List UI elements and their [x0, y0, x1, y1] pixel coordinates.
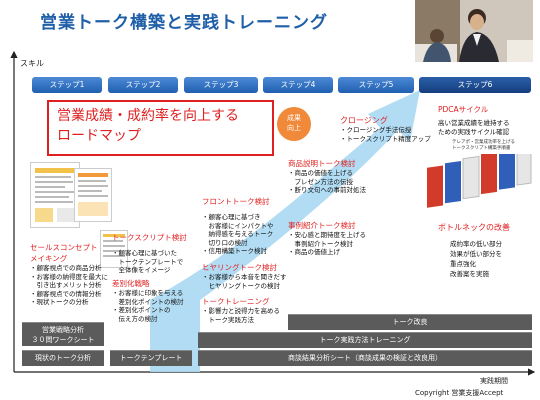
section-title: PDCAサイクル — [438, 105, 489, 114]
step-6: ステップ6 — [419, 77, 531, 93]
list-item: ・現状トークの分析 — [30, 298, 89, 306]
list-item: 効果が低い部分を — [450, 250, 502, 258]
list-item: プレゼン方法の伝授 — [288, 177, 354, 186]
headline-line-1: 営業成績・成約率を向上する — [57, 108, 239, 124]
section-title: 差別化戦略 — [112, 279, 150, 288]
list-item: 伝え方の検討 — [112, 314, 158, 323]
caption-line-1: テレアポ・営業成功率を上げる — [452, 140, 515, 145]
list-item: 高い営業成績を維持する — [438, 119, 510, 127]
x-axis-label: 実践期間 — [480, 377, 508, 385]
list-item: トークテンプレートで — [112, 257, 184, 266]
list-item: 差別化ポイントの検討 — [112, 297, 184, 306]
badge-line-2: 向上 — [287, 124, 301, 132]
list-item: ・顧客心理に基づき — [202, 213, 261, 221]
bar-line-2: ３０問ワークシート — [31, 336, 95, 344]
list-item: 納得感を与えるトーク — [202, 230, 274, 238]
list-item: ・顧客視点での商品分析 — [30, 264, 102, 272]
case-talk-section: 事例紹介トーク検討 ・安心感と期待度を上げる 事例紹介トーク検討 ・商品の価値上… — [288, 220, 366, 257]
bar-practice-training: トーク実践方法トレーニング — [198, 332, 532, 348]
document-thumbnail — [74, 168, 112, 222]
talk-training-section: トークトレーニング ・影響力と説得力を高める トーク実践方法 — [202, 296, 280, 324]
manual-caption: テレアポ・営業成功率を上げる トークスクリプト構築手順書 — [452, 140, 532, 152]
y-axis-label: スキル — [20, 59, 44, 68]
section-title: ヒヤリングトーク検討 — [202, 263, 277, 272]
bottleneck-section: ボトルネックの改善 成約率の低い部分 効果が低い部分を 重点強化 改善案を実施 — [438, 222, 510, 279]
list-item: 改善案を実施 — [450, 270, 489, 278]
step-4: ステップ4 — [263, 77, 333, 93]
list-item: ・信用構築トーク検討 — [202, 247, 267, 255]
section-title: 商品説明トーク検討 — [288, 159, 356, 168]
bar-negotiation-sheet: 商談結果分析シート（商談成果の検証と改良用） — [198, 350, 532, 366]
copyright: Copyright 営業支援Accept — [415, 389, 504, 397]
section-title: トークスクリプト検討 — [112, 233, 187, 242]
section-title: クロージング — [340, 116, 388, 125]
section-title: 事例紹介トーク検討 — [288, 221, 356, 230]
section-title: フロントトーク検討 — [202, 197, 270, 206]
list-item: ための実践サイクル確認 — [438, 127, 510, 136]
headline-box — [47, 100, 274, 156]
step-3: ステップ3 — [184, 77, 258, 93]
list-item: 全体像をイメージ — [112, 266, 171, 274]
section-title: メイキング — [30, 254, 68, 263]
list-item: ・お客様の納得度を最大に — [30, 272, 108, 281]
step-2: ステップ2 — [108, 77, 178, 93]
manual-books — [425, 142, 535, 218]
list-item: ・商品の価値上げ — [288, 248, 340, 256]
bar-strategy-analysis: 営業戦略分析 ３０問ワークシート — [22, 322, 104, 346]
caption-line-2: トークスクリプト構築手順書 — [452, 146, 511, 151]
sales-concept-section: セールスコンセプト メイキング ・顧客視点での商品分析 ・お客様の納得度を最大に… — [30, 242, 108, 307]
section-title: ボトルネックの改善 — [438, 223, 510, 232]
hearing-talk-section: ヒヤリングトーク検討 ・お客様から本音を聞きだす ヒヤリングトークの検討 — [202, 262, 287, 290]
list-item: トーク実践方法 — [202, 315, 255, 324]
headline-line-2: ロードマップ — [57, 128, 141, 144]
list-item: ・断り文句への事前対処法 — [288, 186, 366, 194]
list-item: 引き出すメリット分析 — [30, 281, 102, 289]
list-item: ・商品の価値を上げる — [288, 169, 353, 177]
list-item: お客様にインパクトや — [202, 221, 274, 230]
document-thumbnail — [100, 230, 128, 268]
list-item: ・顧客視点での情報分析 — [30, 289, 102, 298]
differentiation-section: 差別化戦略 ・お客様に印象を与える 差別化ポイントの検討 ・差別化ポイントの 伝… — [112, 278, 184, 323]
page-title: 営業トーク構築と実践トレーニング — [40, 13, 328, 33]
list-item: ・顧客心理に基づいた — [112, 249, 177, 257]
step-1: ステップ1 — [32, 77, 102, 93]
section-title: セールスコンセプト — [30, 243, 98, 252]
bar-talk-improvement: トーク改良 — [288, 314, 532, 330]
badge-line-1: 成果 — [287, 114, 301, 122]
step-5: ステップ5 — [338, 77, 414, 93]
section-title: トークトレーニング — [202, 297, 270, 306]
script-review-section: トークスクリプト検討 ・顧客心理に基づいた トークテンプレートで 全体像をイメー… — [112, 232, 187, 275]
bar-line-1: 営業戦略分析 — [42, 326, 84, 334]
closing-section: クロージング ・クロージング手法伝授 ・トークスクリプト精度アップ — [340, 115, 431, 143]
bar-current-analysis: 現状のトーク分析 — [22, 350, 104, 366]
presenter-photo — [415, 0, 533, 62]
list-item: 事例紹介トーク検討 — [288, 239, 354, 248]
list-item: ・差別化ポイントの — [112, 306, 171, 314]
bar-template: トークテンプレート — [110, 350, 192, 366]
front-talk-section: フロントトーク検討 ・顧客心理に基づき お客様にインパクトや 納得感を与えるトー… — [202, 196, 274, 256]
product-talk-section: 商品説明トーク検討 ・商品の価値を上げる プレゼン方法の伝授 ・断り文句への事前… — [288, 158, 366, 195]
list-item: ・お客様から本音を聞きだす — [202, 273, 287, 281]
list-item: ・お客様に印象を与える — [112, 289, 184, 297]
results-badge: 成果 向上 — [277, 107, 311, 141]
list-item: ・クロージング手法伝授 — [340, 126, 412, 134]
headline: 営業成績・成約率を向上する ロードマップ — [57, 106, 239, 146]
list-item: 重点強化 — [450, 260, 476, 268]
list-item: ・トークスクリプト精度アップ — [340, 134, 431, 143]
list-item: ヒヤリングトークの検討 — [202, 281, 281, 290]
list-item: 成約率の低い部分 — [450, 240, 502, 248]
list-item: ・安心感と期待度を上げる — [288, 231, 366, 239]
list-item: ・影響力と説得力を高める — [202, 307, 280, 315]
pdca-section: PDCAサイクル 高い営業成績を維持する ための実践サイクル確認 — [438, 104, 510, 136]
document-thumbnail — [30, 162, 80, 228]
list-item: 切り口の検討 — [202, 238, 248, 247]
